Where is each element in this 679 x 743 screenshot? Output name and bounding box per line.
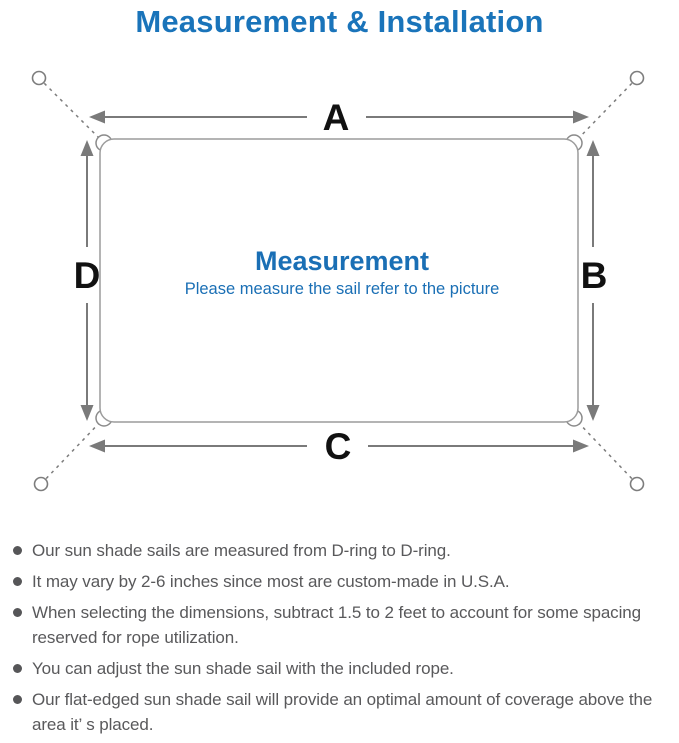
- note-text: It may vary by 2-6 inches since most are…: [32, 572, 510, 591]
- anchor-ring-top-right-icon: [629, 70, 645, 86]
- arrow-a: [89, 110, 589, 124]
- bullet-icon: [13, 664, 22, 673]
- label-a: A: [323, 97, 350, 138]
- sail-center-title: Measurement: [255, 246, 429, 276]
- note-text: When selecting the dimensions, subtract …: [32, 603, 641, 647]
- bullet-icon: [13, 608, 22, 617]
- note-item: Our flat-edged sun shade sail will provi…: [13, 687, 669, 737]
- rope-top-left: [38, 77, 105, 144]
- anchor-ring-bottom-right-icon: [629, 476, 645, 492]
- note-item: Our sun shade sails are measured from D-…: [13, 538, 669, 563]
- arrow-b: [586, 140, 600, 421]
- anchor-ring-bottom-left-icon: [33, 476, 49, 492]
- note-item: It may vary by 2-6 inches since most are…: [13, 569, 669, 594]
- page-title: Measurement & Installation: [135, 4, 544, 39]
- note-text: Our flat-edged sun shade sail will provi…: [32, 690, 653, 734]
- sail-outline: [99, 138, 579, 423]
- label-b: B: [581, 255, 608, 296]
- measurement-diagram: A B C D Measurement Please measure the s…: [31, 70, 645, 492]
- anchor-rings: [31, 70, 645, 492]
- label-c: C: [325, 426, 352, 467]
- rope-bottom-left: [40, 417, 105, 485]
- note-item: When selecting the dimensions, subtract …: [13, 600, 669, 650]
- notes-list: Our sun shade sails are measured from D-…: [13, 538, 669, 743]
- bullet-icon: [13, 546, 22, 555]
- note-text: You can adjust the sun shade sail with t…: [32, 659, 454, 678]
- bullet-icon: [13, 695, 22, 704]
- dimension-arrows: [80, 110, 600, 453]
- label-d: D: [74, 255, 101, 296]
- dimension-labels: A B C D: [74, 97, 608, 467]
- bullet-icon: [13, 577, 22, 586]
- rope-top-right: [573, 77, 638, 144]
- note-text: Our sun shade sails are measured from D-…: [32, 541, 451, 560]
- sail-center-subtitle: Please measure the sail refer to the pic…: [185, 280, 500, 298]
- anchor-ring-top-left-icon: [31, 70, 47, 86]
- rope-bottom-right: [573, 417, 638, 485]
- note-item: You can adjust the sun shade sail with t…: [13, 656, 669, 681]
- rope-dashed-lines: [38, 77, 638, 485]
- arrow-d: [80, 140, 94, 421]
- sail-center-text: Measurement Please measure the sail refe…: [185, 246, 500, 298]
- arrow-c: [89, 439, 589, 453]
